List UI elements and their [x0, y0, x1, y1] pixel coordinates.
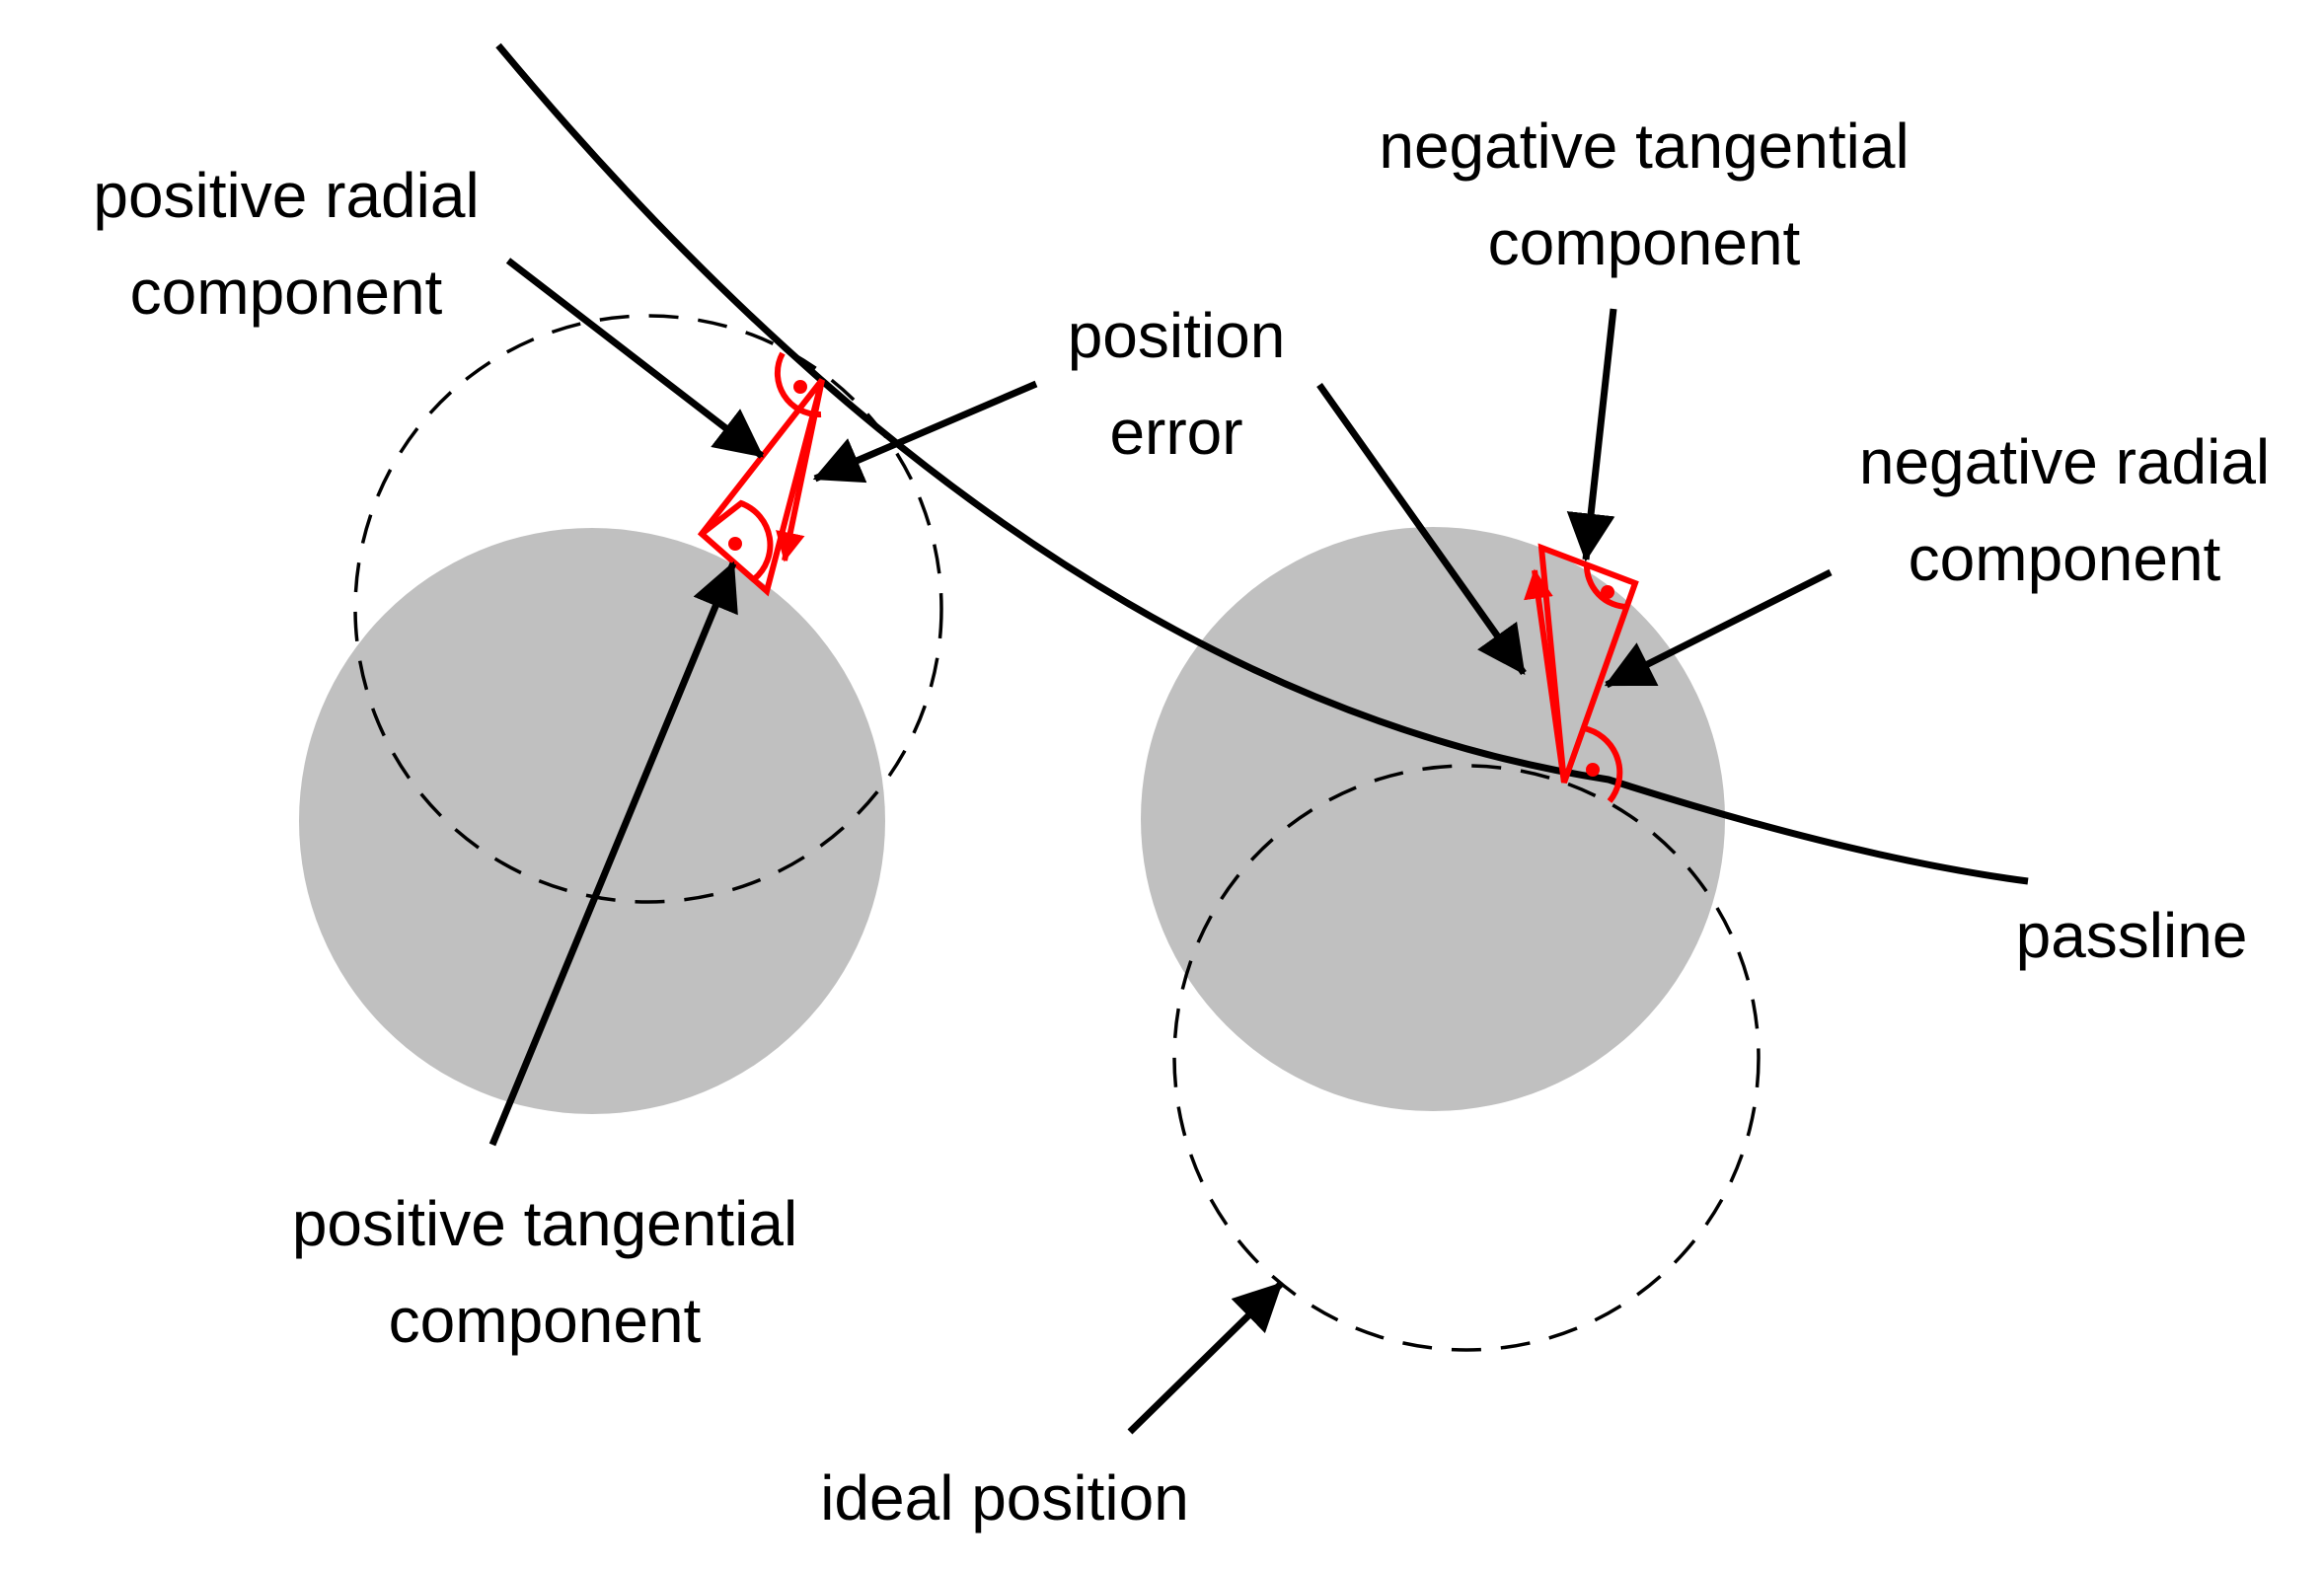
right-position-error-vector	[1524, 568, 1567, 784]
negative-radial-label-line2: component	[1909, 523, 2221, 594]
positive-tangential-label-line1: positive tangential	[292, 1188, 797, 1259]
right-right-angle-dot-top	[1601, 585, 1614, 599]
passline-label: passline	[2016, 900, 2248, 971]
right-error-triangle	[1524, 543, 1639, 803]
left-ideal-position-circle	[353, 314, 943, 904]
positive-radial-label-line1: positive radial	[93, 160, 479, 231]
ideal-position-arrow	[1127, 1281, 1284, 1435]
positive-tangential-label-line2: component	[389, 1285, 702, 1356]
position-error-label-line1: position	[1068, 300, 1286, 371]
position-error-arrow-left	[812, 380, 1038, 484]
right-right-angle-mark-top	[1583, 562, 1629, 611]
left-roll	[299, 528, 885, 1114]
position-error-arrow-right	[1316, 382, 1527, 676]
negative-radial-arrow	[1604, 568, 1833, 689]
left-position-error-vector	[776, 379, 825, 562]
negative-tangential-label-line2: component	[1488, 207, 1801, 278]
right-right-angle-dot-bottom	[1586, 763, 1600, 777]
left-right-angle-dot-bottom	[728, 537, 742, 551]
left-right-angle-dot-top	[793, 380, 807, 394]
negative-radial-label-line1: negative radial	[1859, 426, 2270, 497]
right-roll	[1141, 527, 1725, 1111]
passline-curve	[495, 42, 2029, 885]
left-right-angle-mark-top	[774, 351, 822, 418]
negative-tangential-arrow	[1566, 308, 1617, 562]
positive-radial-label-line2: component	[130, 257, 443, 328]
left-error-triangle	[697, 351, 825, 597]
right-ideal-position-circle	[1172, 764, 1761, 1352]
position-error-label-line2: error	[1109, 397, 1242, 468]
right-right-angle-mark-bottom	[1583, 725, 1623, 803]
left-right-angle-mark-bottom	[700, 499, 774, 582]
positive-radial-arrow	[505, 258, 765, 459]
ideal-position-label: ideal position	[820, 1462, 1189, 1533]
positive-tangential-arrow	[488, 561, 738, 1147]
negative-tangential-label-line1: negative tangential	[1379, 111, 1909, 182]
